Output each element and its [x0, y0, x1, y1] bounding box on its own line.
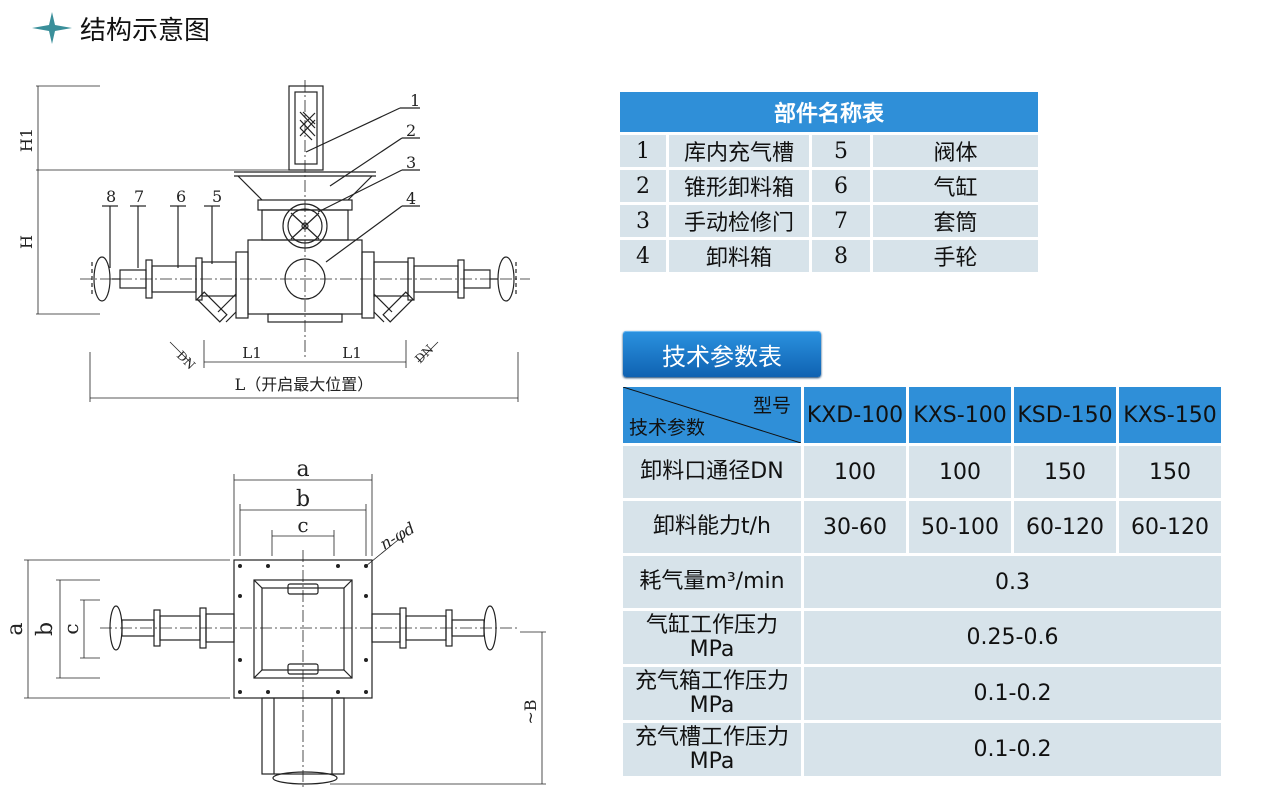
param-value: 60-120	[1014, 501, 1116, 553]
part-name: 手轮	[873, 240, 1038, 272]
part-number: 4	[620, 240, 666, 272]
param-label: 卸料口通径DN	[623, 446, 801, 498]
part-number: 2	[620, 170, 666, 202]
param-label-name: 气缸工作压力	[645, 612, 778, 638]
four-point-star-icon	[32, 12, 72, 44]
section-header: 结构示意图	[30, 8, 210, 48]
parts-table-title: 部件名称表	[620, 92, 1038, 132]
spec-table: 型号 技术参数 KXD-100 KXS-100 KSD-150 KXS-150 …	[620, 384, 1224, 779]
param-value: 30-60	[804, 501, 906, 553]
section-title: 结构示意图	[80, 15, 211, 46]
parts-table: 部件名称表 1 库内充气槽 5 阀体 2 锥形卸料箱 6 气缸 3 手动检修门 …	[620, 92, 1038, 275]
dim-h: H	[17, 235, 36, 249]
table-row: 充气槽工作压力 MPa 0.1-0.2	[623, 723, 1221, 776]
table-header-row: 型号 技术参数 KXD-100 KXS-100 KSD-150 KXS-150	[623, 387, 1221, 443]
dim-l1-left: L1	[242, 344, 262, 362]
dim-hole: n-φd	[377, 518, 419, 553]
part-name: 库内充气槽	[669, 135, 809, 167]
param-label: 耗气量m³/min	[623, 556, 801, 608]
param-label: 卸料能力t/h	[623, 501, 801, 553]
part-number: 1	[620, 135, 666, 167]
callout-6: 6	[176, 187, 186, 206]
table-row: 气缸工作压力 MPa 0.25-0.6	[623, 611, 1221, 664]
part-number: 8	[812, 240, 870, 272]
param-value: 150	[1119, 446, 1221, 498]
structure-drawing: H1 H 1 2 3 4 5 6 7 8 L1 L1 DN DN L（开启最大位…	[3, 80, 546, 790]
param-label-unit: MPa	[689, 748, 735, 774]
callout-4: 4	[406, 189, 416, 208]
callout-5: 5	[212, 187, 222, 206]
model-header: KXD-100	[804, 387, 906, 443]
part-name: 阀体	[873, 135, 1038, 167]
part-number: 6	[812, 170, 870, 202]
param-value: 60-120	[1119, 501, 1221, 553]
callout-2: 2	[406, 121, 416, 140]
table-row: 耗气量m³/min 0.3	[623, 556, 1221, 608]
part-name: 套筒	[873, 205, 1038, 237]
dim-c-top: c	[297, 513, 308, 537]
part-number: 3	[620, 205, 666, 237]
table-row: 4 卸料箱 8 手轮	[620, 240, 1038, 272]
model-header: KXS-100	[909, 387, 1011, 443]
model-header: KXS-150	[1119, 387, 1221, 443]
table-row: 卸料口通径DN 100 100 150 150	[623, 446, 1221, 498]
param-value: 100	[804, 446, 906, 498]
param-label-name: 充气箱工作压力	[634, 668, 789, 694]
dim-b-left: b	[33, 622, 58, 636]
dim-l-total: L（开启最大位置）	[235, 375, 374, 394]
dim-dn-right: DN	[412, 342, 436, 366]
diagonal-divider	[623, 387, 801, 443]
part-number: 5	[812, 135, 870, 167]
table-row: 卸料能力t/h 30-60 50-100 60-120 60-120	[623, 501, 1221, 553]
param-label-name: 充气槽工作压力	[634, 724, 789, 750]
param-label-unit: MPa	[689, 636, 735, 662]
table-row: 3 手动检修门 7 套筒	[620, 205, 1038, 237]
dim-b-top: b	[296, 487, 310, 512]
corner-cell: 型号 技术参数	[623, 387, 801, 443]
callout-3: 3	[406, 153, 416, 172]
dim-dn-left: DN	[174, 348, 198, 372]
param-label: 气缸工作压力 MPa	[623, 611, 801, 664]
param-value: 0.1-0.2	[804, 723, 1221, 776]
table-row: 充气箱工作压力 MPa 0.1-0.2	[623, 667, 1221, 720]
part-name: 气缸	[873, 170, 1038, 202]
callout-8: 8	[106, 187, 116, 206]
dim-b-height: ~B	[521, 699, 540, 724]
param-value: 100	[909, 446, 1011, 498]
param-value: 50-100	[909, 501, 1011, 553]
param-label: 充气槽工作压力 MPa	[623, 723, 801, 776]
param-value: 0.25-0.6	[804, 611, 1221, 664]
table-row: 1 库内充气槽 5 阀体	[620, 135, 1038, 167]
param-value: 150	[1014, 446, 1116, 498]
param-label-unit: MPa	[689, 692, 735, 718]
part-name: 手动检修门	[669, 205, 809, 237]
param-value: 0.1-0.2	[804, 667, 1221, 720]
dim-a-left: a	[3, 622, 28, 635]
callout-7: 7	[134, 187, 144, 206]
part-name: 锥形卸料箱	[669, 170, 809, 202]
spec-table-title-button[interactable]: 技术参数表	[623, 331, 821, 377]
dim-c-left: c	[59, 623, 83, 634]
table-row: 2 锥形卸料箱 6 气缸	[620, 170, 1038, 202]
param-label: 充气箱工作压力 MPa	[623, 667, 801, 720]
dim-a-top: a	[296, 457, 309, 482]
dim-h1: H1	[17, 128, 36, 152]
param-value: 0.3	[804, 556, 1221, 608]
corner-model-label: 型号	[752, 395, 791, 417]
callout-1: 1	[410, 91, 420, 110]
part-name: 卸料箱	[669, 240, 809, 272]
model-header: KSD-150	[1014, 387, 1116, 443]
corner-param-label: 技术参数	[629, 417, 706, 439]
part-number: 7	[812, 205, 870, 237]
dim-l1-right: L1	[342, 344, 362, 362]
